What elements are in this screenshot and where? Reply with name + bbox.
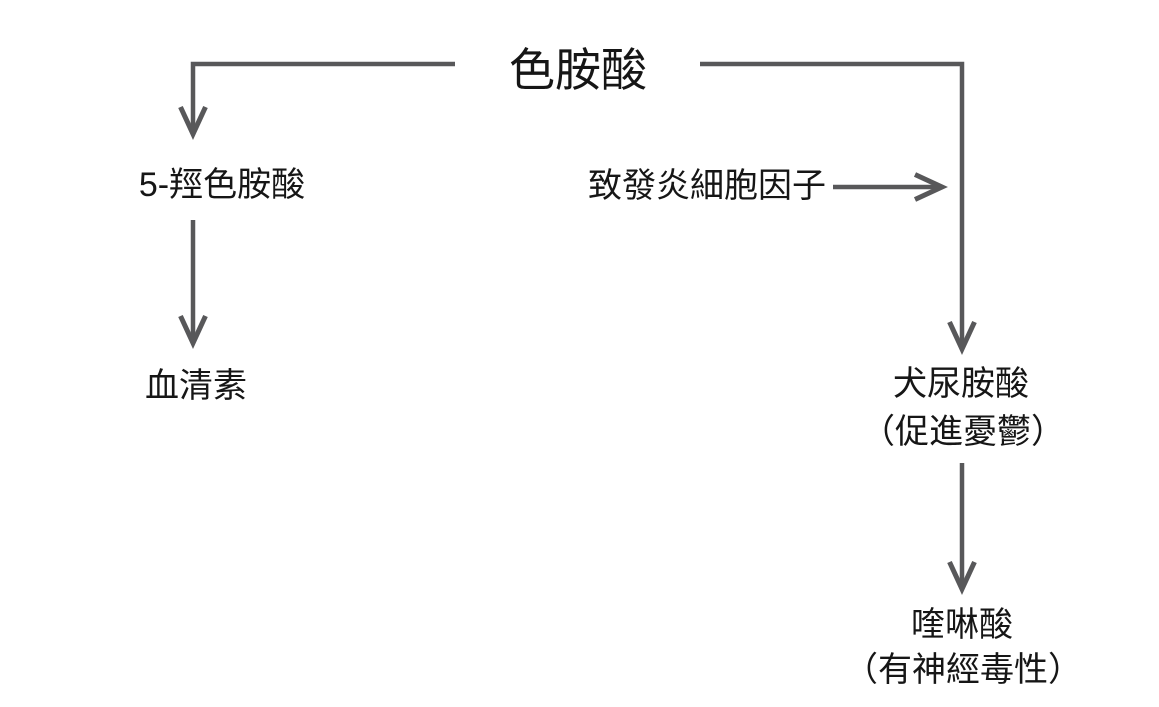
arrow-5htp-to-serotonin [178,220,208,349]
arrow-tryptophan-to-kynurenine [700,61,977,355]
node-kynurenine: 犬尿胺酸 [893,365,1029,404]
node-serotonin: 血清素 [145,367,247,406]
node-tryptophan: 色胺酸 [509,43,647,96]
arrow-tryptophan-to-5htp [178,61,455,140]
arrow-cytokines-to-pathway [833,172,948,202]
node-5-hydroxytryptophan: 5-羥色胺酸 [138,166,306,205]
node-quinolinic-acid-note: （有神經毒性） [844,651,1082,690]
node-quinolinic-acid: 喹啉酸 [911,606,1013,645]
arrow-kynurenine-to-quinolinic [947,463,977,595]
node-proinflammatory-cytokines: 致發炎細胞因子 [588,167,826,206]
node-kynurenine-note: （促進憂鬱） [861,413,1065,452]
